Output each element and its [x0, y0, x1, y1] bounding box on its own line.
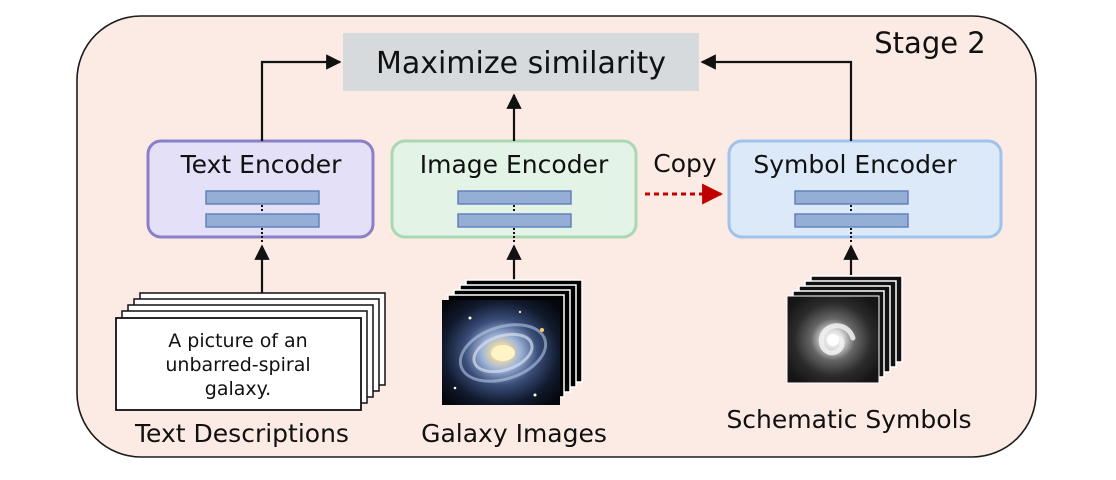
text-to-objective-arrow	[260, 54, 342, 141]
text-encoder-layer-top	[205, 190, 320, 205]
symbol-to-objective-arrow	[700, 54, 853, 141]
image-encoder-layer-bottom	[457, 213, 572, 228]
galaxy-image	[442, 300, 560, 405]
text-encoder-label: Text Encoder	[180, 150, 342, 179]
objective-box	[343, 33, 699, 91]
image-encoder-label: Image Encoder	[420, 150, 609, 179]
image-encoder-layer-top	[457, 190, 572, 205]
symbol-encoder-box	[727, 139, 1003, 239]
text-card-line-2: unbarred-spiral	[165, 354, 310, 376]
symbol-encoder-label: Symbol Encoder	[753, 150, 957, 179]
copy-label: Copy	[653, 149, 717, 178]
text-card-line-3: galaxy.	[205, 378, 271, 400]
spiral-symbol	[786, 295, 880, 384]
text-encoder-layer-bottom	[205, 213, 320, 228]
symbol-encoder-layer-bottom	[794, 213, 909, 228]
text-encoder-box	[146, 139, 375, 239]
text-descriptions-caption: Text Descriptions	[134, 419, 349, 448]
objective-label: Maximize similarity	[376, 46, 666, 81]
text-card-line-1: A picture of an	[168, 330, 307, 352]
text-description-stack	[115, 292, 386, 411]
stage-label: Stage 2	[874, 26, 985, 60]
schematic-symbols-caption: Schematic Symbols	[726, 405, 971, 434]
galaxy-images-caption: Galaxy Images	[421, 419, 607, 448]
symbol-encoder-layer-top	[794, 190, 909, 205]
